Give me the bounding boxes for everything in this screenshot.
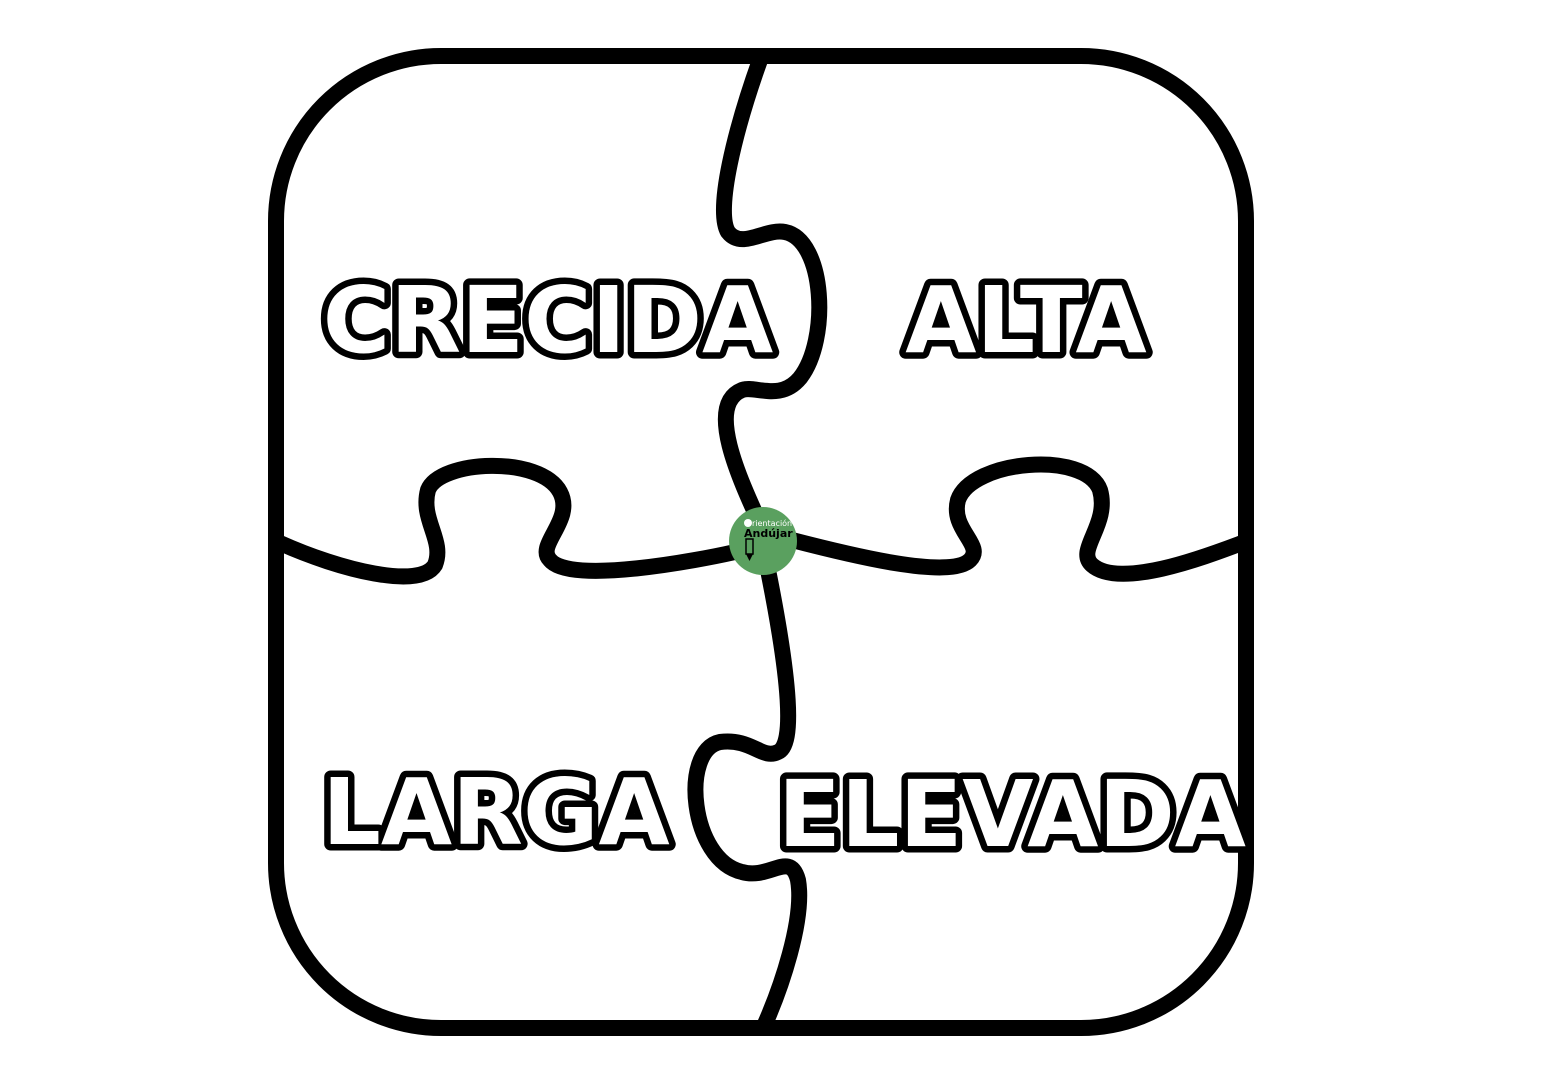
cut-left-horizontal [272,457,743,585]
logo-o-mark [744,519,752,527]
word-top-left: CRECIDA [323,267,774,374]
word-bottom-right: ELEVADA [778,761,1246,868]
logo-circle [729,507,797,575]
orientacion-andujar-logo: rientación Andújar [729,507,797,575]
word-top-right: ALTA [905,267,1146,374]
cut-right-horizontal [784,456,1250,582]
word-bottom-left: LARGA [322,759,669,866]
logo-text-line2: Andújar [744,527,793,540]
cut-bottom-vertical [687,562,808,1032]
cut-top-vertical [715,52,828,536]
pencil-icon [745,538,754,561]
logo-text-line1: rientación [752,518,792,528]
